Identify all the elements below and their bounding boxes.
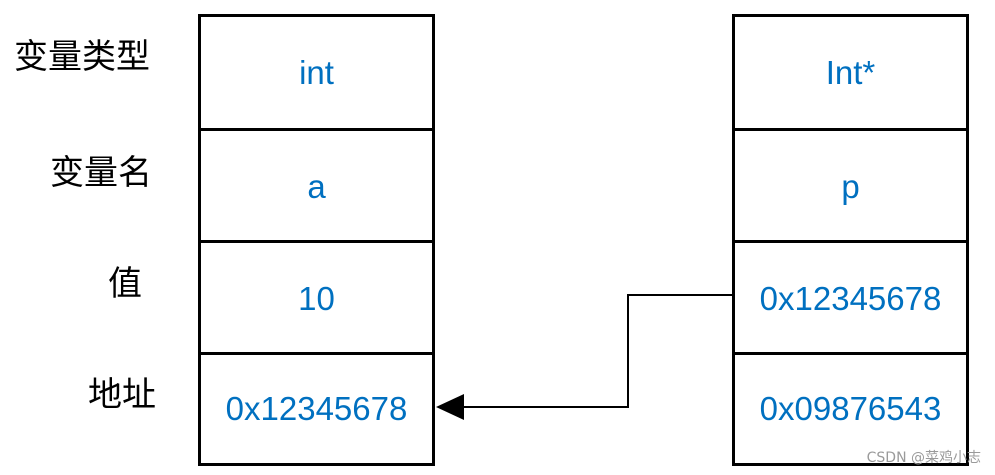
row-label-address: 地址: [88, 375, 156, 415]
row-label-value: 值: [108, 264, 142, 304]
variable-p-value-cell: 0x12345678: [759, 279, 942, 317]
variable-a-type-cell: int: [299, 54, 334, 91]
variable-p-divider-2: [735, 240, 966, 243]
watermark: CSDN @菜鸡小志: [866, 450, 981, 466]
variable-a-divider-1: [201, 128, 432, 131]
variable-p-box: Int* p 0x12345678 0x09876543: [732, 14, 969, 466]
row-label-name: 变量名: [50, 153, 152, 193]
pointer-arrow-line: [462, 294, 732, 408]
variable-a-name-cell: a: [307, 167, 326, 205]
variable-a-address-cell: 0x12345678: [225, 390, 408, 427]
row-label-type: 变量类型: [14, 37, 150, 77]
variable-a-divider-3: [201, 352, 432, 355]
variable-p-address-cell: 0x09876543: [759, 390, 942, 427]
variable-a-value-cell: 10: [298, 279, 335, 317]
variable-a-box: int a 10 0x12345678: [198, 14, 435, 466]
variable-a-divider-2: [201, 240, 432, 243]
variable-p-name-cell: p: [841, 167, 860, 205]
arrowhead-icon: [436, 394, 464, 420]
variable-p-divider-1: [735, 128, 966, 131]
variable-p-type-cell: Int*: [825, 54, 876, 91]
variable-p-divider-3: [735, 352, 966, 355]
